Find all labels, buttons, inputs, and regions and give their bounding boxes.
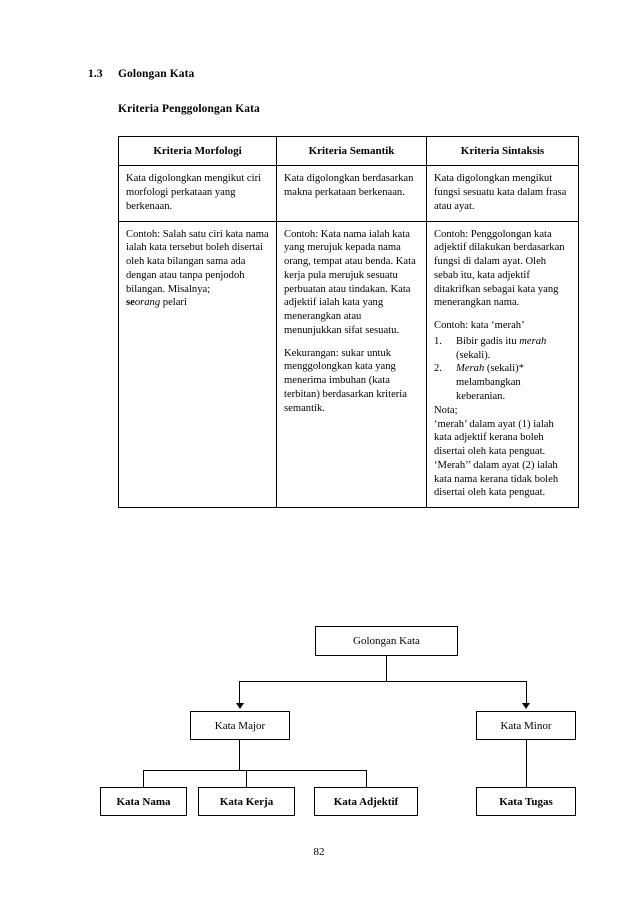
list-item: 1. Bibir gadis itu merah (sekali). (434, 335, 571, 363)
list-item: 2. Merah (sekali)* melambangkan keberania… (434, 362, 571, 403)
flow-node-kata-tugas: Kata Tugas (476, 787, 576, 816)
cell-sintaksis-definition: Kata digolongkan mengikut fungsi sesuatu… (426, 165, 579, 222)
column-header-semantik: Kriteria Semantik (276, 135, 427, 167)
morfologi-example-phrase: seorang pelari (126, 296, 269, 310)
arrow-head-kata-major (235, 703, 244, 709)
connector-minor-stem (525, 740, 527, 787)
cell-sintaksis-example: Contoh: Penggolongan kata adjektif dilak… (426, 220, 579, 509)
merah-example-list: 1. Bibir gadis itu merah (sekali). 2. Mera… (434, 335, 571, 404)
table-header-row: Kriteria Morfologi Kriteria Semantik Kri… (118, 135, 579, 167)
connector-to-kata-minor (525, 681, 527, 705)
section-number: 1.3 (88, 68, 103, 80)
connector-major-stem (239, 740, 241, 771)
list-item-number: 2. (434, 363, 442, 375)
example-prefix: se (126, 297, 135, 309)
table-row: Contoh: Salah satu ciri kata nama ialah … (118, 220, 579, 509)
connector-root-bus (239, 681, 527, 683)
connector-to-kata-nama (143, 770, 145, 787)
flow-node-kata-nama: Kata Nama (100, 787, 187, 816)
flow-node-kata-adjektif: Kata Adjektif (314, 787, 418, 816)
sintaksis-contoh-merah: Contoh: kata ‘merah’ (434, 320, 525, 332)
connector-root-stem (385, 656, 387, 682)
list-item-pre: Bibir gadis itu (456, 335, 520, 347)
semantik-paragraph-2: Kekurangan: sukar untuk menggolongkan ka… (284, 347, 407, 414)
flow-node-kata-kerja: Kata Kerja (198, 787, 295, 816)
nota-label: Nota; (434, 404, 458, 416)
list-item-italic: merah (519, 335, 547, 347)
sintaksis-paragraph-1: Contoh: Penggolongan kata adjektif dilak… (434, 228, 565, 309)
section-heading: 1.3 Golongan Kata (88, 68, 194, 80)
table-row: Kata digolongkan mengikut ciri morfologi… (118, 165, 579, 222)
morfologi-example-text: Contoh: Salah satu ciri kata nama ialah … (126, 228, 269, 295)
connector-to-kata-major (239, 681, 241, 705)
flow-node-golongan-kata: Golongan Kata (315, 626, 458, 656)
example-root: orang (134, 297, 161, 309)
example-noun: pelari (160, 297, 187, 309)
list-item-number: 1. (434, 335, 442, 347)
table-subheading: Kriteria Penggolongan Kata (118, 103, 260, 115)
connector-to-kata-adjektif (366, 770, 368, 787)
nota-line-1: ‘merah’ dalam ayat (1) ialah kata adjekt… (434, 418, 554, 458)
list-item-italic: Merah (456, 363, 485, 375)
page-number: 82 (313, 846, 325, 858)
list-item-post: (sekali). (456, 349, 491, 361)
column-header-morfologi: Kriteria Morfologi (118, 135, 277, 167)
arrow-head-kata-minor (522, 703, 530, 709)
flow-node-kata-minor: Kata Minor (476, 711, 576, 740)
golongan-kata-flowchart: Golongan Kata Kata Major Kata Minor Kata… (0, 612, 638, 832)
column-header-sintaksis: Kriteria Sintaksis (426, 135, 579, 167)
connector-to-kata-kerja (246, 770, 248, 787)
cell-morfologi-definition: Kata digolongkan mengikut ciri morfologi… (118, 165, 277, 222)
list-item-post: (sekali)* melambangkan keberanian. (456, 363, 524, 403)
kriteria-penggolongan-table: Kriteria Morfologi Kriteria Semantik Kri… (118, 135, 579, 509)
connector-major-bus (143, 770, 367, 772)
cell-semantik-definition: Kata digolongkan berdasarkan makna perka… (276, 165, 427, 222)
semantik-paragraph-1: Contoh: Kata nama ialah kata yang meruju… (284, 228, 416, 336)
flow-node-kata-major: Kata Major (190, 711, 290, 740)
section-title: Golongan Kata (118, 68, 195, 80)
cell-semantik-example: Contoh: Kata nama ialah kata yang meruju… (276, 220, 427, 509)
nota-line-2: ‘Merah’’ dalam ayat (2) ialah kata nama … (434, 459, 559, 499)
cell-morfologi-example: Contoh: Salah satu ciri kata nama ialah … (118, 220, 277, 509)
